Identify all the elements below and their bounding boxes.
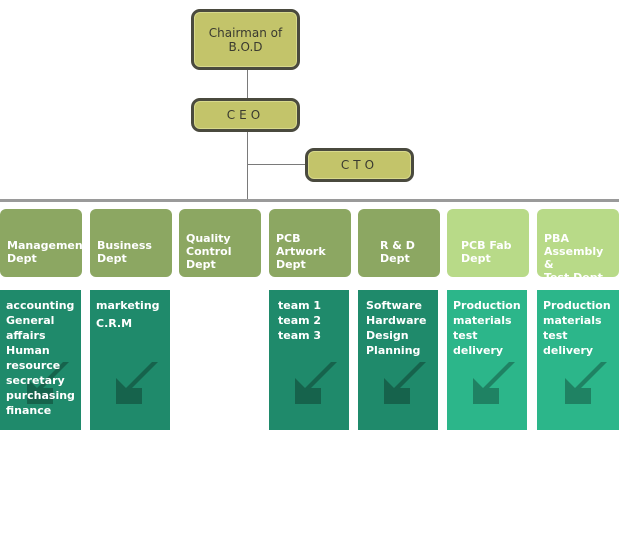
panel-item: delivery xyxy=(453,344,504,357)
connector-chairman-ceo xyxy=(247,70,248,98)
arrow-icon xyxy=(565,362,607,404)
panel-item: Human xyxy=(6,344,50,357)
dept-business: Business Dept xyxy=(90,209,172,277)
panel-item: affairs xyxy=(6,329,46,342)
panel-item: materials xyxy=(543,314,602,327)
panel-item: Production xyxy=(453,299,521,312)
connector-ceo-cto xyxy=(247,164,305,165)
panel-item: Planning xyxy=(366,344,421,357)
panel-item: secretary xyxy=(6,374,65,387)
dept-pba-assembly-test: PBA Assembly & Test Dept xyxy=(537,209,619,284)
panel-pcb-artwork: team 1 team 2 team 3 xyxy=(269,290,349,430)
dept-label: R & D Dept xyxy=(380,239,415,265)
panel-item: test xyxy=(543,329,568,342)
connector-ceo-departments xyxy=(247,132,248,199)
arrow-icon xyxy=(27,362,69,404)
cto-node: CTO xyxy=(305,148,414,182)
dept-label: PCB Fab Dept xyxy=(461,239,512,265)
panel-item: team 1 xyxy=(278,299,322,312)
ceo-label: CEO xyxy=(226,108,265,122)
panel-business: marketing C.R.M xyxy=(90,290,170,430)
panel-item: accounting xyxy=(6,299,75,312)
dept-label: Management Dept xyxy=(7,239,88,265)
panel-item: Hardware xyxy=(366,314,427,327)
panel-item: Design xyxy=(366,329,409,342)
panel-pba-assembly-test: Production materials test delivery xyxy=(537,290,619,430)
dept-label: PBA Assembly & Test Dept xyxy=(544,232,604,284)
panel-management: accounting General affairs Human resourc… xyxy=(0,290,81,430)
panel-item: C.R.M xyxy=(96,317,133,330)
dept-pcb-fab: PCB Fab Dept xyxy=(447,209,529,277)
dept-management: Management Dept xyxy=(0,209,88,277)
panel-item: team 3 xyxy=(278,329,322,342)
dept-label: PCB Artwork Dept xyxy=(276,232,326,271)
arrow-icon xyxy=(384,362,426,404)
arrow-icon xyxy=(116,362,158,404)
panel-item: materials xyxy=(453,314,512,327)
dept-quality-control: Quality Control Dept xyxy=(179,209,261,277)
panel-pcb-fab: Production materials test delivery xyxy=(447,290,527,430)
panel-item: marketing xyxy=(96,299,160,312)
panel-item: test xyxy=(453,329,478,342)
department-bus-line xyxy=(0,199,619,202)
arrow-icon xyxy=(295,362,337,404)
ceo-node: CEO xyxy=(191,98,300,132)
chairman-label: Chairman of B.O.D xyxy=(208,25,283,54)
panel-item: purchasing xyxy=(6,389,75,402)
cto-label: CTO xyxy=(340,158,379,172)
arrow-icon xyxy=(473,362,515,404)
chairman-node: Chairman of B.O.D xyxy=(191,9,300,70)
panel-item: Software xyxy=(366,299,422,312)
dept-pcb-artwork: PCB Artwork Dept xyxy=(269,209,351,277)
panel-item: General xyxy=(6,314,55,327)
dept-label: Business Dept xyxy=(97,239,152,265)
dept-label: Quality Control Dept xyxy=(186,232,232,271)
panel-item: Production xyxy=(543,299,611,312)
panel-item: resource xyxy=(6,359,61,372)
panel-item: team 2 xyxy=(278,314,322,327)
dept-rnd: R & D Dept xyxy=(358,209,440,277)
panel-item: delivery xyxy=(543,344,594,357)
panel-rnd: Software Hardware Design Planning xyxy=(358,290,438,430)
panel-item: finance xyxy=(6,404,52,417)
